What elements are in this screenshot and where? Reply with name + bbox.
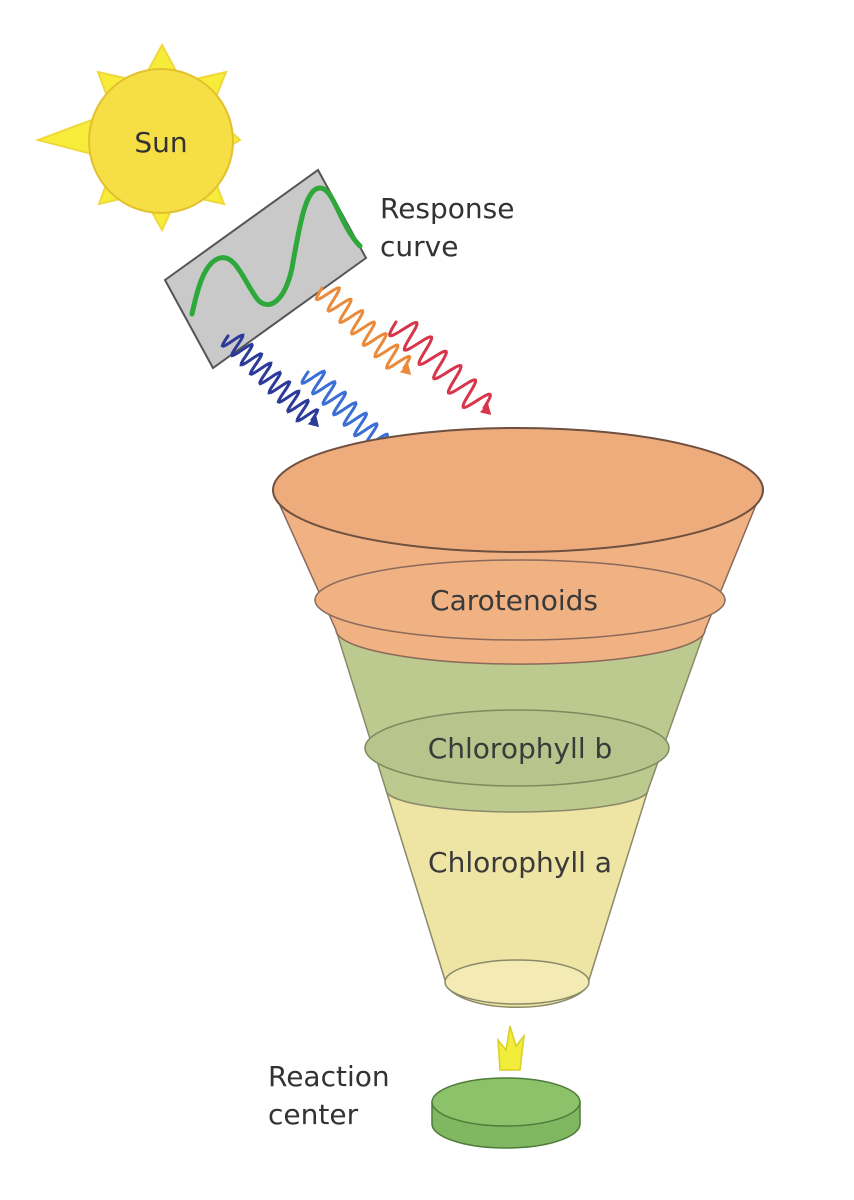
response-curve-line xyxy=(189,185,363,317)
orange-wave xyxy=(314,286,412,370)
response-curve-label-line2: curve xyxy=(380,230,458,263)
carotenoids-label: Carotenoids xyxy=(430,584,598,617)
energy-spark-icon xyxy=(497,1025,526,1071)
funnel-bottom-opening xyxy=(444,959,590,1005)
red-wave-arrowhead xyxy=(479,403,492,415)
response-box-panel xyxy=(163,168,368,370)
reaction-center-label-line1: Reaction xyxy=(268,1060,390,1093)
orange-wave-arrowhead xyxy=(399,363,412,375)
blue-wave xyxy=(300,369,400,459)
reaction-center-top xyxy=(431,1077,581,1127)
response-curve-label-line1: Response xyxy=(380,192,514,225)
sun: Sun xyxy=(34,42,242,233)
chlorophyll-a-label: Chlorophyll a xyxy=(428,846,612,879)
chlorophyll-b-disc xyxy=(364,709,670,787)
antenna-funnel: Carotenoids Chlorophyll b Chlorophyll a xyxy=(271,427,764,1009)
sun-label: Sun xyxy=(134,126,187,159)
dark-blue-wave xyxy=(220,333,320,423)
sun-disc xyxy=(88,68,234,214)
response-curve-box xyxy=(163,168,368,370)
reaction-center xyxy=(431,1077,581,1149)
carotenoids-disc xyxy=(314,559,726,641)
dark-blue-wave-arrowhead xyxy=(307,415,320,428)
red-wave xyxy=(388,320,492,410)
reaction-center-label-line2: center xyxy=(268,1098,359,1131)
carotenoids-top-rim xyxy=(272,427,764,553)
chlorophyll-b-label: Chlorophyll b xyxy=(428,732,613,765)
